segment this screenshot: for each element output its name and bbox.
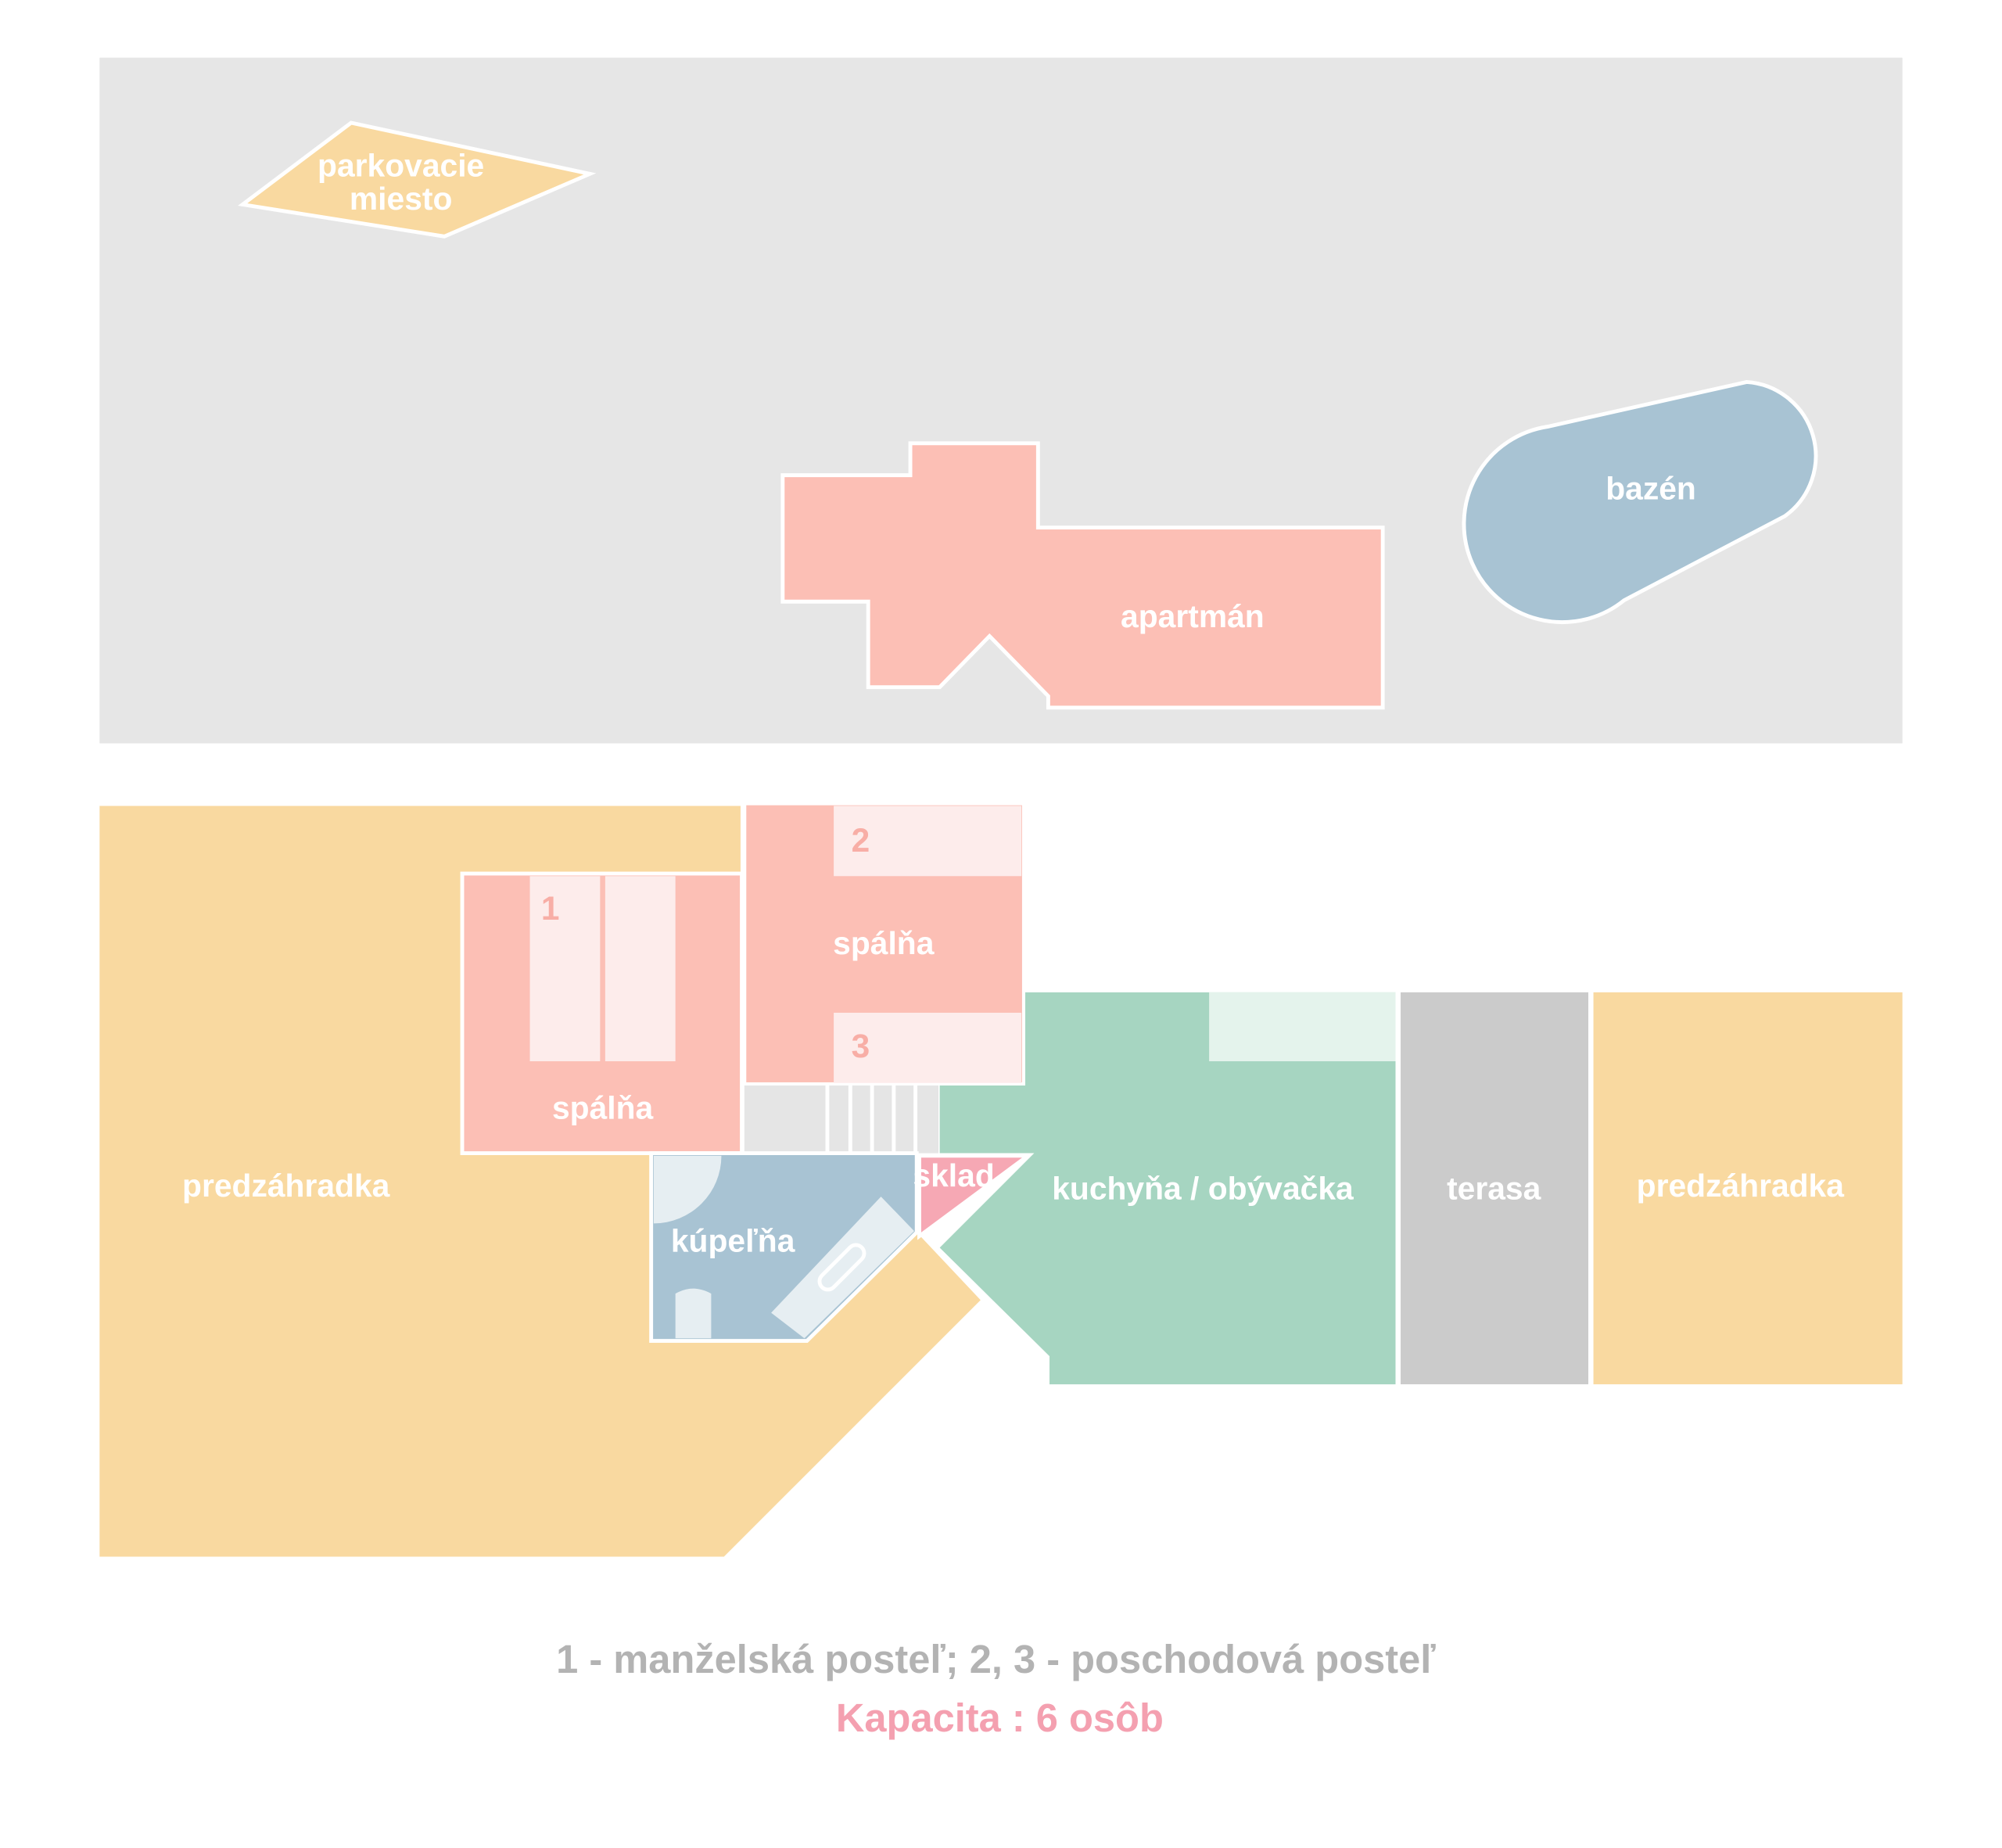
kitchen-label: kuchyňa / obývačka (1052, 1170, 1354, 1206)
bathtub-drain (817, 1243, 866, 1292)
bed-1-number: 1 (541, 890, 560, 927)
bathroom-label: kúpeľňa (671, 1222, 795, 1258)
parking-space[interactable] (238, 120, 597, 239)
garden-right[interactable] (1593, 992, 1903, 1385)
bathroom[interactable] (649, 1151, 919, 1344)
bunk-bed-2 (834, 806, 1022, 877)
kitchen-living-room[interactable] (939, 992, 1396, 1385)
stairs (744, 1085, 938, 1154)
apartment-label: apartmán (1121, 598, 1265, 634)
bed-3-number: 3 (852, 1028, 870, 1064)
bathtub (771, 1197, 914, 1339)
pool[interactable] (1462, 379, 1818, 625)
terrace-label: terasa (1447, 1170, 1541, 1206)
toilet (675, 1288, 712, 1339)
shower (653, 1155, 722, 1224)
double-bed-right (605, 876, 676, 1062)
garden-left-label: predzáhradka (182, 1168, 390, 1204)
double-bed-left (529, 876, 601, 1062)
site-plan: parkovacie miesto apartmán bazén (99, 57, 1903, 744)
parking-label: parkovacie (318, 148, 484, 184)
garden-right-label: predzáhradka (1637, 1168, 1845, 1204)
kitchen-counter (1209, 992, 1396, 1062)
terrace[interactable] (1401, 992, 1589, 1385)
capacity-text: Kapacita : 6 osôb (836, 1695, 1164, 1740)
pool-label: bazén (1606, 471, 1696, 507)
bedroom-1[interactable] (460, 871, 744, 1156)
apartment-outline[interactable] (780, 441, 1385, 710)
storage-label: sklad (913, 1157, 994, 1193)
garden-left[interactable] (99, 806, 981, 1557)
bed-legend: 1 - manželská posteľ; 2, 3 - poschodová … (556, 1637, 1436, 1681)
parking-label-line2: miesto (350, 181, 452, 217)
bunk-bed-3 (834, 1012, 1022, 1083)
apartment-plan: predzáhradka 1 spálňa 2 3 spálňa kúpeľňa (99, 801, 1903, 1557)
bedroom-1-label: spálňa (552, 1089, 654, 1125)
bedroom-2-label: spálňa (833, 925, 935, 961)
bed-2-number: 2 (852, 822, 870, 859)
storage[interactable] (917, 1154, 1034, 1240)
